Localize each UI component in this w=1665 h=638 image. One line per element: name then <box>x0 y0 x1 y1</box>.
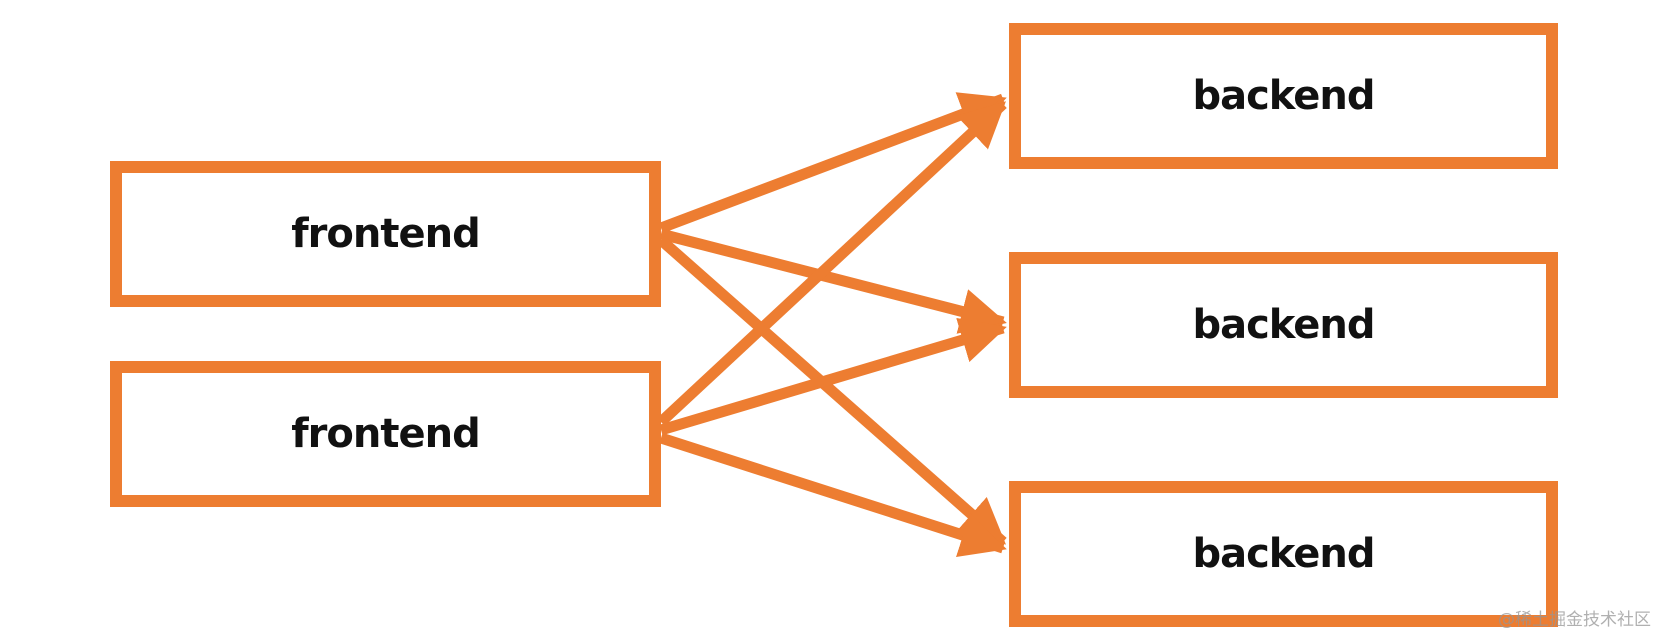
backend-box-3: backend <box>1009 481 1558 627</box>
arrow-frontend-1-to-backend-1 <box>659 92 1007 234</box>
arrow-frontend-2-to-backend-1 <box>657 99 1007 427</box>
backend-label-1: backend <box>1192 73 1375 119</box>
arrow-frontend-2-to-backend-2 <box>659 317 1007 436</box>
frontend-box-2: frontend <box>110 361 661 507</box>
frontend-label-1: frontend <box>291 211 480 257</box>
backend-label-3: backend <box>1192 531 1375 577</box>
backend-box-2: backend <box>1009 252 1558 398</box>
backend-label-2: backend <box>1192 302 1375 348</box>
frontend-label-2: frontend <box>291 411 480 457</box>
backend-box-1: backend <box>1009 23 1558 169</box>
frontend-box-1: frontend <box>110 161 661 307</box>
arrow-frontend-1-to-backend-3 <box>657 235 1007 547</box>
watermark-text: @稀土掘金技术社区 <box>1498 610 1651 630</box>
arrow-frontend-2-to-backend-3 <box>659 432 1007 558</box>
arrow-frontend-1-to-backend-2 <box>659 228 1007 334</box>
